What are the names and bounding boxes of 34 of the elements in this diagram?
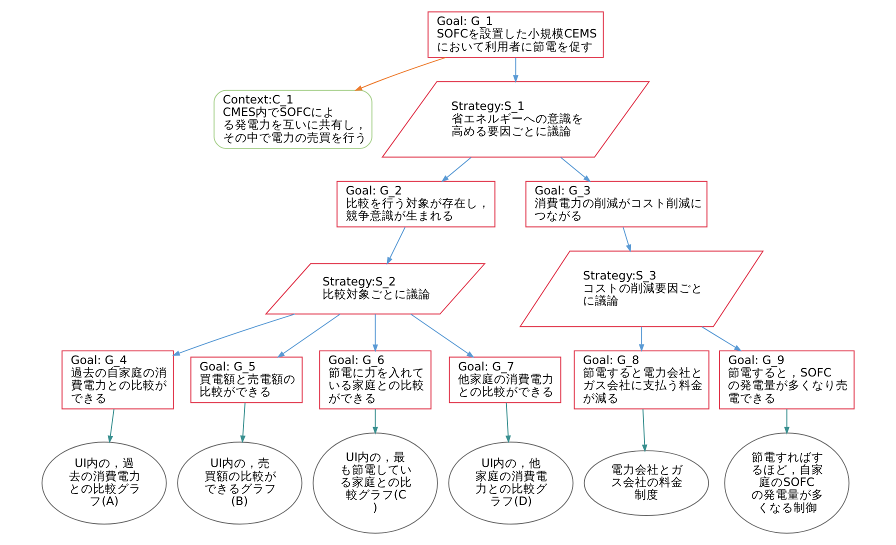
- arrow: [784, 408, 790, 435]
- node-box: Goal: G_3 消費電力の削減がコスト削減につながる: [525, 180, 708, 228]
- node-box: Context:C_1 CMES内でSOFCによる発電力を互いに共有し，その中で電力の売買を行う: [214, 90, 372, 149]
- node-box: Goal: G_9 節電すると，SOFCの発電量が多くなり売電できる: [719, 350, 855, 410]
- node-ellipse: UI内の，最も節電している家庭との比較グラフ(C): [312, 432, 438, 534]
- arrow: [276, 314, 341, 358]
- node-ellipse: 節電すればするほど，自家庭のSOFCの発電量が多くなる制御: [724, 432, 850, 534]
- node-ellipse: UI内の，他家庭の消費電力との比較グラフ(D): [448, 442, 574, 525]
- arrow: [240, 402, 246, 444]
- node-box: Goal: G_6 節電に力を入れている家庭との比較ができる: [319, 350, 432, 410]
- arrow: [513, 57, 518, 83]
- node-box: Goal: G_7 他家庭の消費電力との比較ができる: [448, 356, 562, 404]
- arrow: [372, 314, 378, 352]
- arrow: [560, 156, 591, 182]
- arrow: [386, 226, 406, 265]
- node-box: Goal: G_2 比較を行う対象が存在し，競争意識が生まれる: [336, 180, 496, 228]
- arrow: [354, 56, 446, 91]
- node-box: Goal: G_5 買電額と売電額の比較ができる: [190, 356, 303, 404]
- arrow: [372, 408, 378, 435]
- arrow: [642, 408, 648, 452]
- node-box: Goal: G_8 節電すると電力会社とガス会社に支払う料金が減る: [574, 350, 710, 410]
- arrow: [638, 326, 644, 352]
- node-box: Goal: G_1 SOFCを設置した小規模CEMSにおいて利用者に節電を促す: [428, 11, 604, 58]
- arrow: [701, 326, 742, 352]
- arrow: [441, 156, 472, 182]
- node-ellipse: UI内の，過去の消費電力との比較グラフ(A): [42, 442, 167, 525]
- arrow: [622, 226, 632, 252]
- node-ellipse: 電力会社とガス会社の料金制度: [584, 450, 710, 516]
- node-box: Goal: G_4 過去の自家庭の消費電力との比較ができる: [62, 350, 174, 410]
- arrow: [505, 402, 511, 444]
- node-ellipse: UI内の，売買額の比較ができるグラフ(B): [177, 442, 302, 525]
- arrow: [172, 314, 296, 356]
- arrow: [108, 408, 114, 444]
- arrow: [410, 314, 474, 358]
